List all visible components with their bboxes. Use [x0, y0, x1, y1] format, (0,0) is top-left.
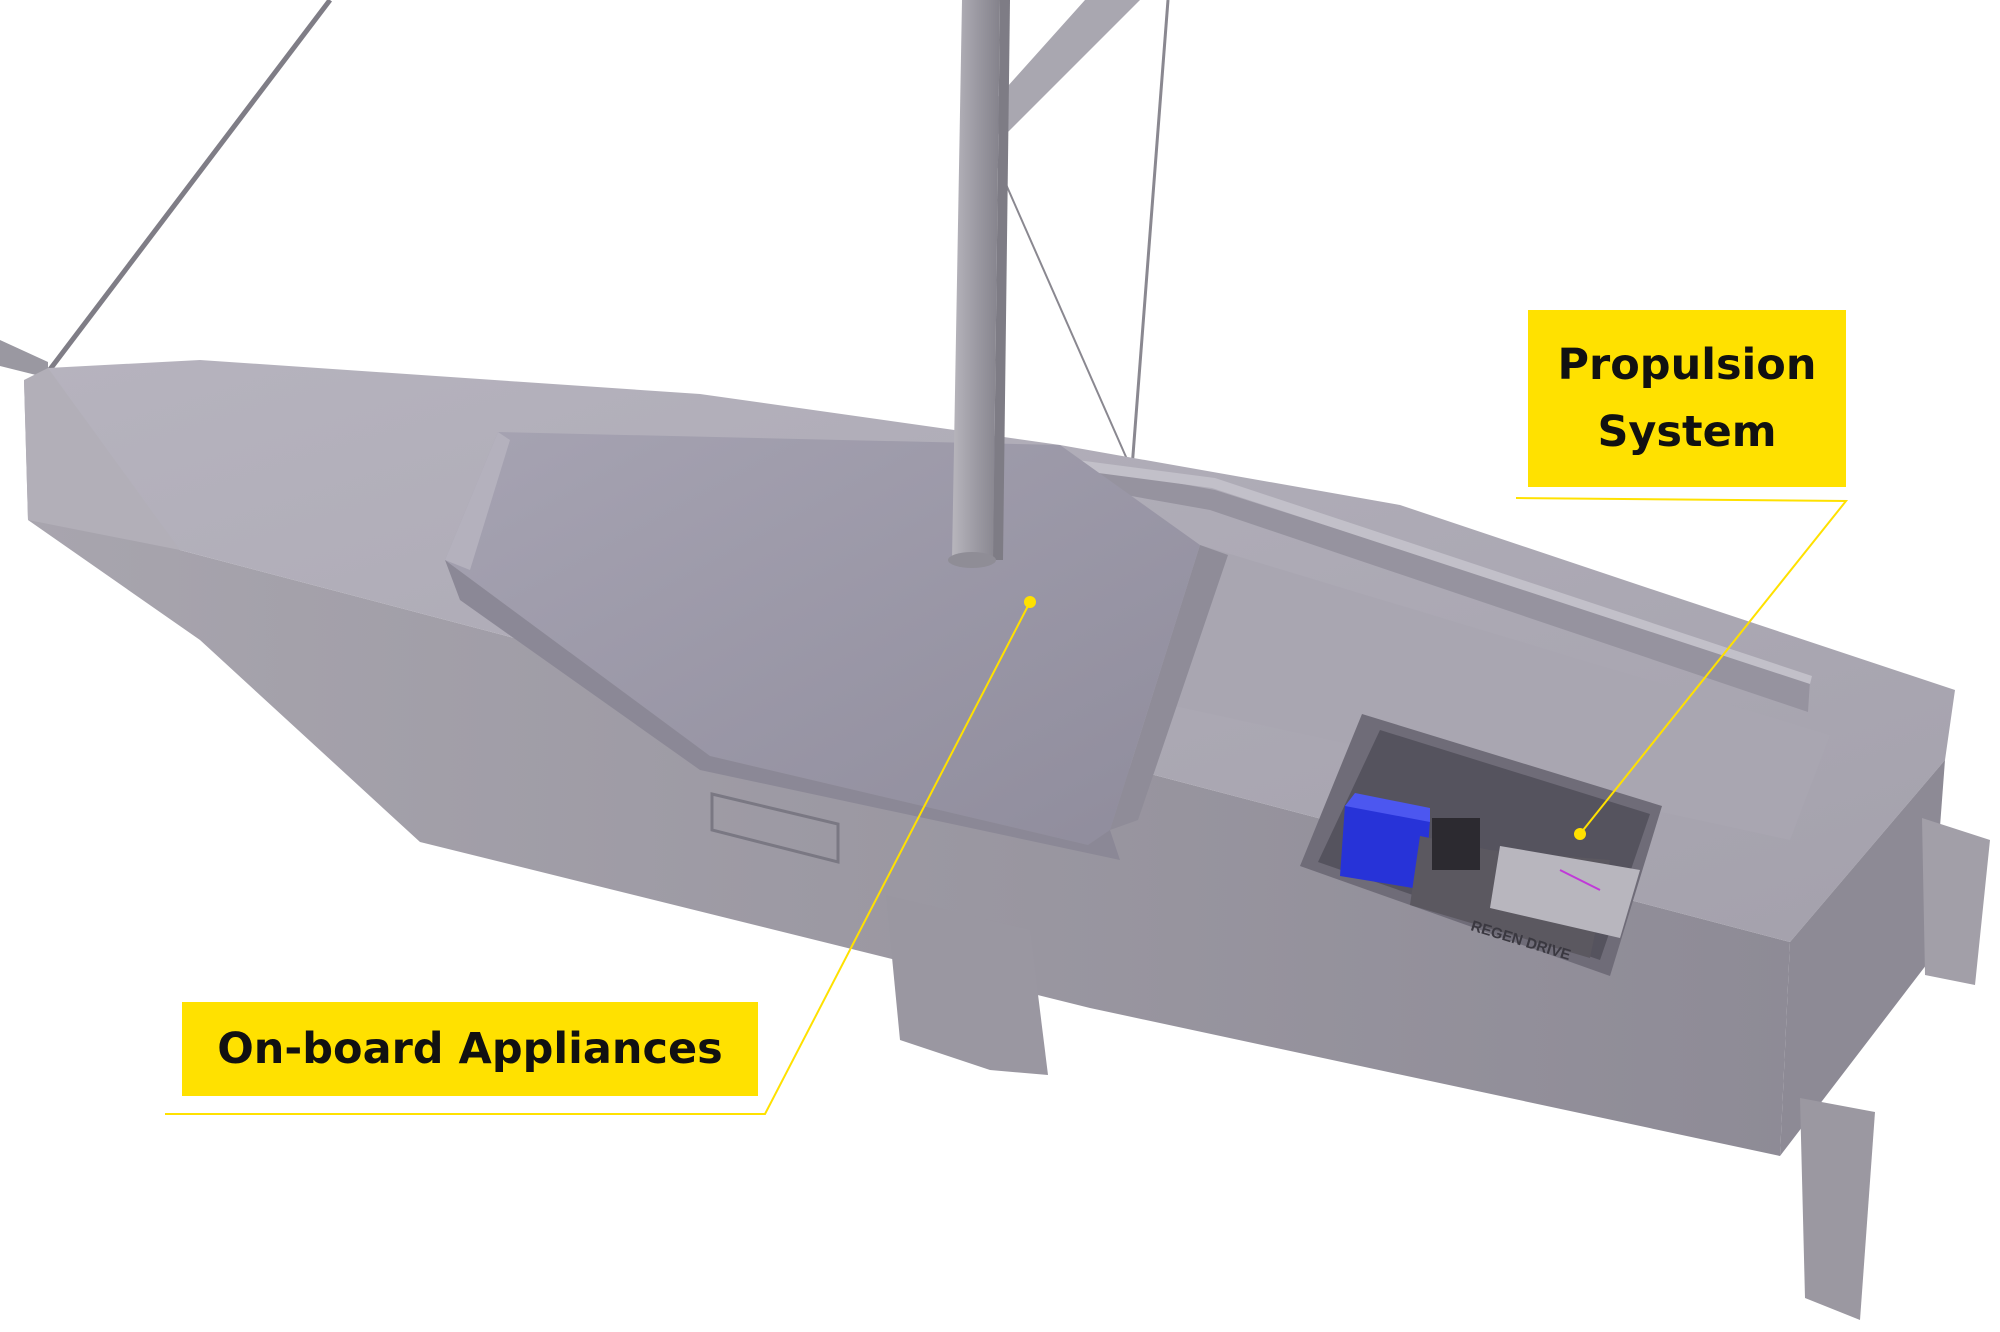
wiring: [1559, 869, 1601, 891]
propulsion-marker-dot: [1574, 828, 1586, 840]
forestay-line: [46, 0, 332, 374]
rigging: [46, 0, 1170, 861]
stern-transom: [1780, 760, 1945, 1156]
battery-block: [1340, 805, 1430, 890]
propulsion-system-label: Propulsion System: [1528, 310, 1846, 487]
bowsprit: [0, 340, 48, 378]
propulsion-compartment: [1300, 714, 1662, 976]
spreader: [990, 0, 1140, 140]
rudder-aft: [1922, 818, 1990, 985]
cockpit-well: [1110, 545, 1830, 840]
appliances-marker-dot: [1024, 596, 1036, 608]
propulsion-label-line2: System: [1597, 406, 1777, 457]
shroud-line: [989, 147, 1131, 467]
bow-edge: [24, 368, 180, 550]
cabin-front: [445, 432, 510, 570]
onboard-appliances-label: On-board Appliances: [182, 1002, 758, 1096]
rudder-stern: [1800, 1098, 1875, 1320]
keel: [886, 895, 1048, 1075]
propulsion-leader-line: [1515, 497, 1849, 835]
battery-top: [1345, 793, 1430, 822]
drive-panel: [1490, 846, 1640, 938]
cockpit-wall: [1110, 545, 1228, 830]
appliances-leader-line: [165, 601, 1031, 1115]
propulsion-label-line1: Propulsion: [1557, 339, 1817, 390]
hull-window: [710, 792, 840, 864]
appliances-label-text: On-board Appliances: [217, 1023, 723, 1074]
mast: [952, 0, 1000, 560]
drive-motor: [1432, 818, 1480, 870]
leader-lines: [165, 497, 1849, 1115]
mast-base: [948, 552, 996, 568]
cabin-top: [445, 432, 1200, 845]
mast-track: [993, 0, 1010, 560]
shroud-line: [1130, 0, 1170, 469]
